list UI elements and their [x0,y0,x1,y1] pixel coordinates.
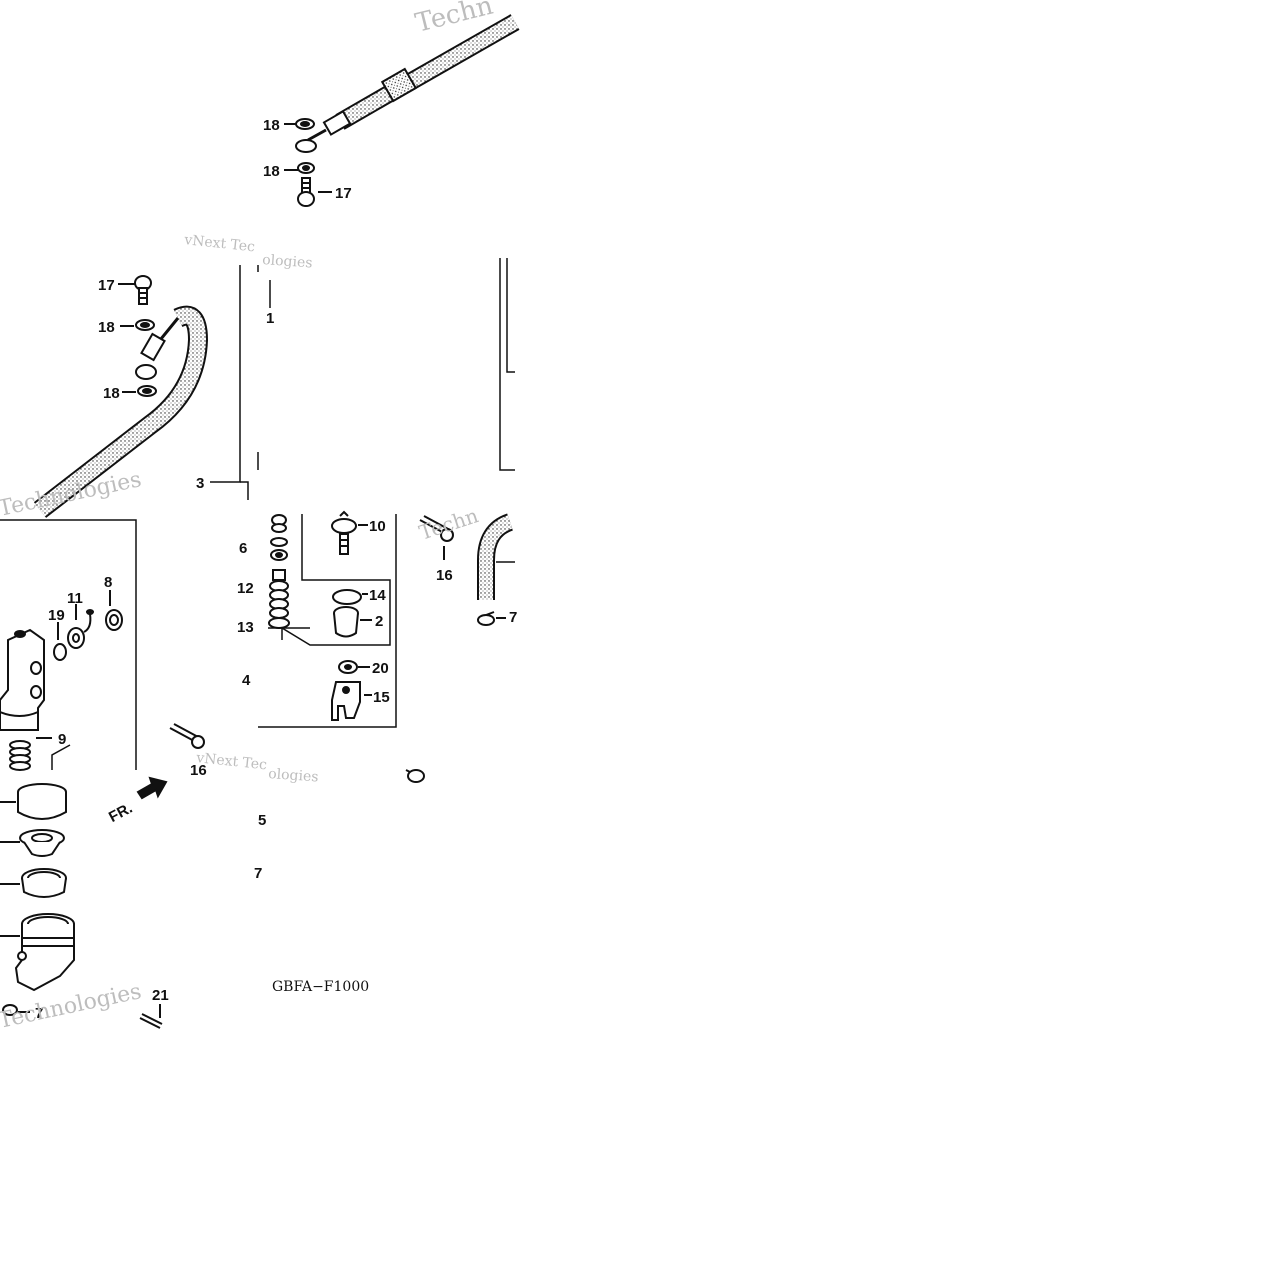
callout-7: 7 [254,865,262,882]
callout-19: 19 [48,607,65,624]
callout-3: 3 [196,475,204,492]
bolt-16-left [169,723,205,749]
clamp-7-left [2,1004,30,1016]
reservoir-cap [0,783,67,820]
spring-9 [9,737,52,771]
clamp-7-right [477,611,506,626]
watermarks: Techn vNext Tec ologies Technologies Tec… [0,0,496,1034]
callout-13: 13 [237,619,254,636]
watermark-text: vNext Tec [183,232,256,255]
callout-10: 10 [369,518,386,535]
callout-18: 18 [263,163,280,180]
callout-7: 7 [35,1005,43,1022]
watermark-text: Technologies [0,979,144,1034]
upper-brake-hose [307,14,520,142]
diagram-code: GBFA−F1000 [272,979,369,995]
cylinder-fittings [53,590,123,661]
callout-20: 20 [372,660,389,677]
callout-5: 5 [258,812,266,829]
reservoir-diaphragm [0,868,67,898]
callout-16: 16 [190,762,207,779]
bolt-10 [331,510,368,555]
screw-21 [139,1004,163,1029]
direction-label: FR. [106,800,135,826]
callout-18: 18 [263,117,280,134]
callout-7: 7 [509,609,517,626]
callout-12: 12 [237,580,254,597]
callout-21: 21 [152,987,169,1004]
left-brake-hose [33,305,209,518]
callout-9: 9 [58,731,66,748]
callout-18: 18 [98,319,115,336]
left-banjo-fittings [118,275,157,397]
callout-15: 15 [373,689,390,706]
reservoir-tank [0,913,75,992]
callout-labels: 18 18 17 17 18 18 1 3 10 16 16 6 12 13 1… [35,117,517,1022]
callout-4: 4 [242,672,251,689]
callout-17: 17 [98,277,115,294]
reservoir-plate [0,829,65,857]
callout-17: 17 [335,185,352,202]
callout-8: 8 [104,574,112,591]
assembly-frame-lines [0,258,515,770]
master-cylinder-body [0,628,45,731]
bolt-16-right [419,515,454,560]
watermark-text: vNext Tec [195,750,268,773]
small-fitting [405,769,425,783]
piston-spring-stack [268,514,290,629]
watermark-text: ologies [262,252,313,271]
callout-18: 18 [103,385,120,402]
circlip-14-boot-2 [332,589,372,674]
joint-15 [331,681,372,721]
watermark-text: ologies [268,766,319,785]
reservoir-hose [477,513,515,600]
callout-6: 6 [239,540,247,557]
upper-banjo-fittings [284,118,332,207]
callout-11: 11 [67,590,83,607]
callout-1: 1 [266,310,274,327]
callout-2: 2 [375,613,383,630]
callout-14: 14 [369,587,386,604]
front-direction-arrow: FR. [106,776,168,826]
callout-16: 16 [436,567,453,584]
